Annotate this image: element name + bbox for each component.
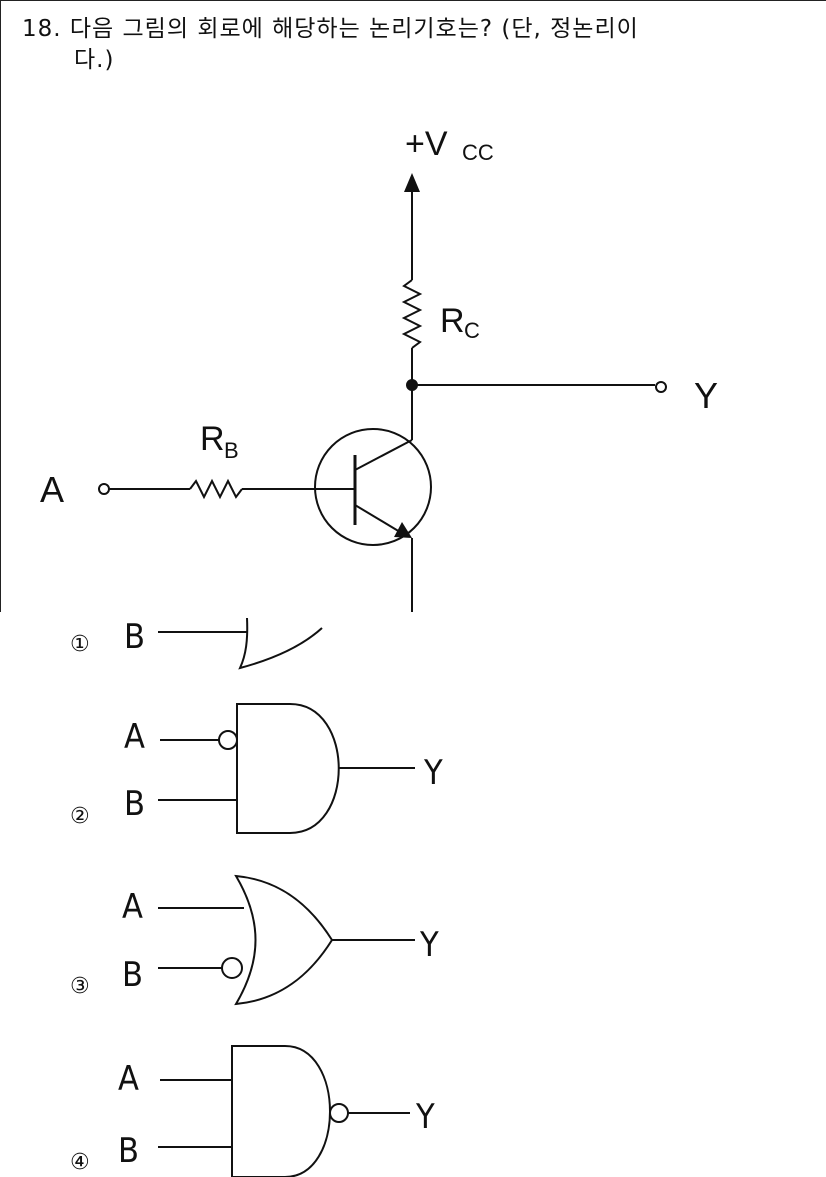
rc-subscript: C [464, 318, 480, 343]
choice2-marker[interactable]: ② [70, 804, 90, 829]
input-a-label: A [40, 469, 64, 510]
choice1-marker[interactable]: ① [70, 632, 90, 657]
choice2-input-b-label: B [124, 784, 145, 824]
transistor-collector [354, 439, 413, 471]
choice1-input-b-label: B [124, 617, 145, 657]
rc-label: R [440, 302, 465, 340]
transistor-emitter [354, 504, 406, 536]
input-terminal [98, 483, 110, 495]
page-top-border [0, 0, 826, 1]
choice3-input-a-label: A [122, 887, 143, 927]
rb-subscript: B [224, 438, 239, 463]
vcc-subscript: CC [462, 140, 494, 165]
choice4-marker[interactable]: ④ [70, 1150, 90, 1175]
choice2-inverter-bubble [218, 730, 238, 750]
choice4-input-a-label: A [118, 1059, 139, 1099]
choice3-inverter-bubble [221, 957, 243, 979]
transistor-body [314, 428, 432, 546]
choice3-output-label: Y [419, 925, 439, 965]
choice3-input-b-label: B [122, 955, 143, 995]
choice4-input-b-label: B [118, 1131, 139, 1171]
choice3-marker[interactable]: ③ [70, 974, 90, 999]
rc-resistor [401, 279, 423, 349]
output-y-label: Y [694, 375, 718, 416]
output-terminal [655, 381, 667, 393]
rb-resistor [189, 478, 243, 500]
question-line-2: 다.) [74, 47, 115, 73]
page-left-border [0, 0, 1, 612]
choice3-or-gate [234, 874, 334, 1006]
choice4-nand-gate [231, 1045, 331, 1177]
choice4-output-label: Y [415, 1097, 435, 1137]
question-line-1: 다음 그림의 회로에 해당하는 논리기호는? (단, 정논리이 [69, 16, 639, 42]
question-number: 18. [22, 16, 62, 42]
vcc-arrow-icon [404, 173, 420, 192]
choice1-gate-shape [238, 617, 323, 670]
choice2-input-a-label: A [124, 717, 145, 757]
choice2-output-label: Y [423, 753, 443, 793]
vcc-label: +V [405, 125, 448, 163]
choice4-inverter-bubble [329, 1103, 349, 1123]
choice2-and-gate [236, 703, 340, 834]
question-text: 18. 다음 그림의 회로에 해당하는 논리기호는? (단, 정논리이 다.) [22, 14, 782, 76]
emitter-arrow-icon [394, 522, 412, 538]
rb-label: R [200, 420, 225, 458]
